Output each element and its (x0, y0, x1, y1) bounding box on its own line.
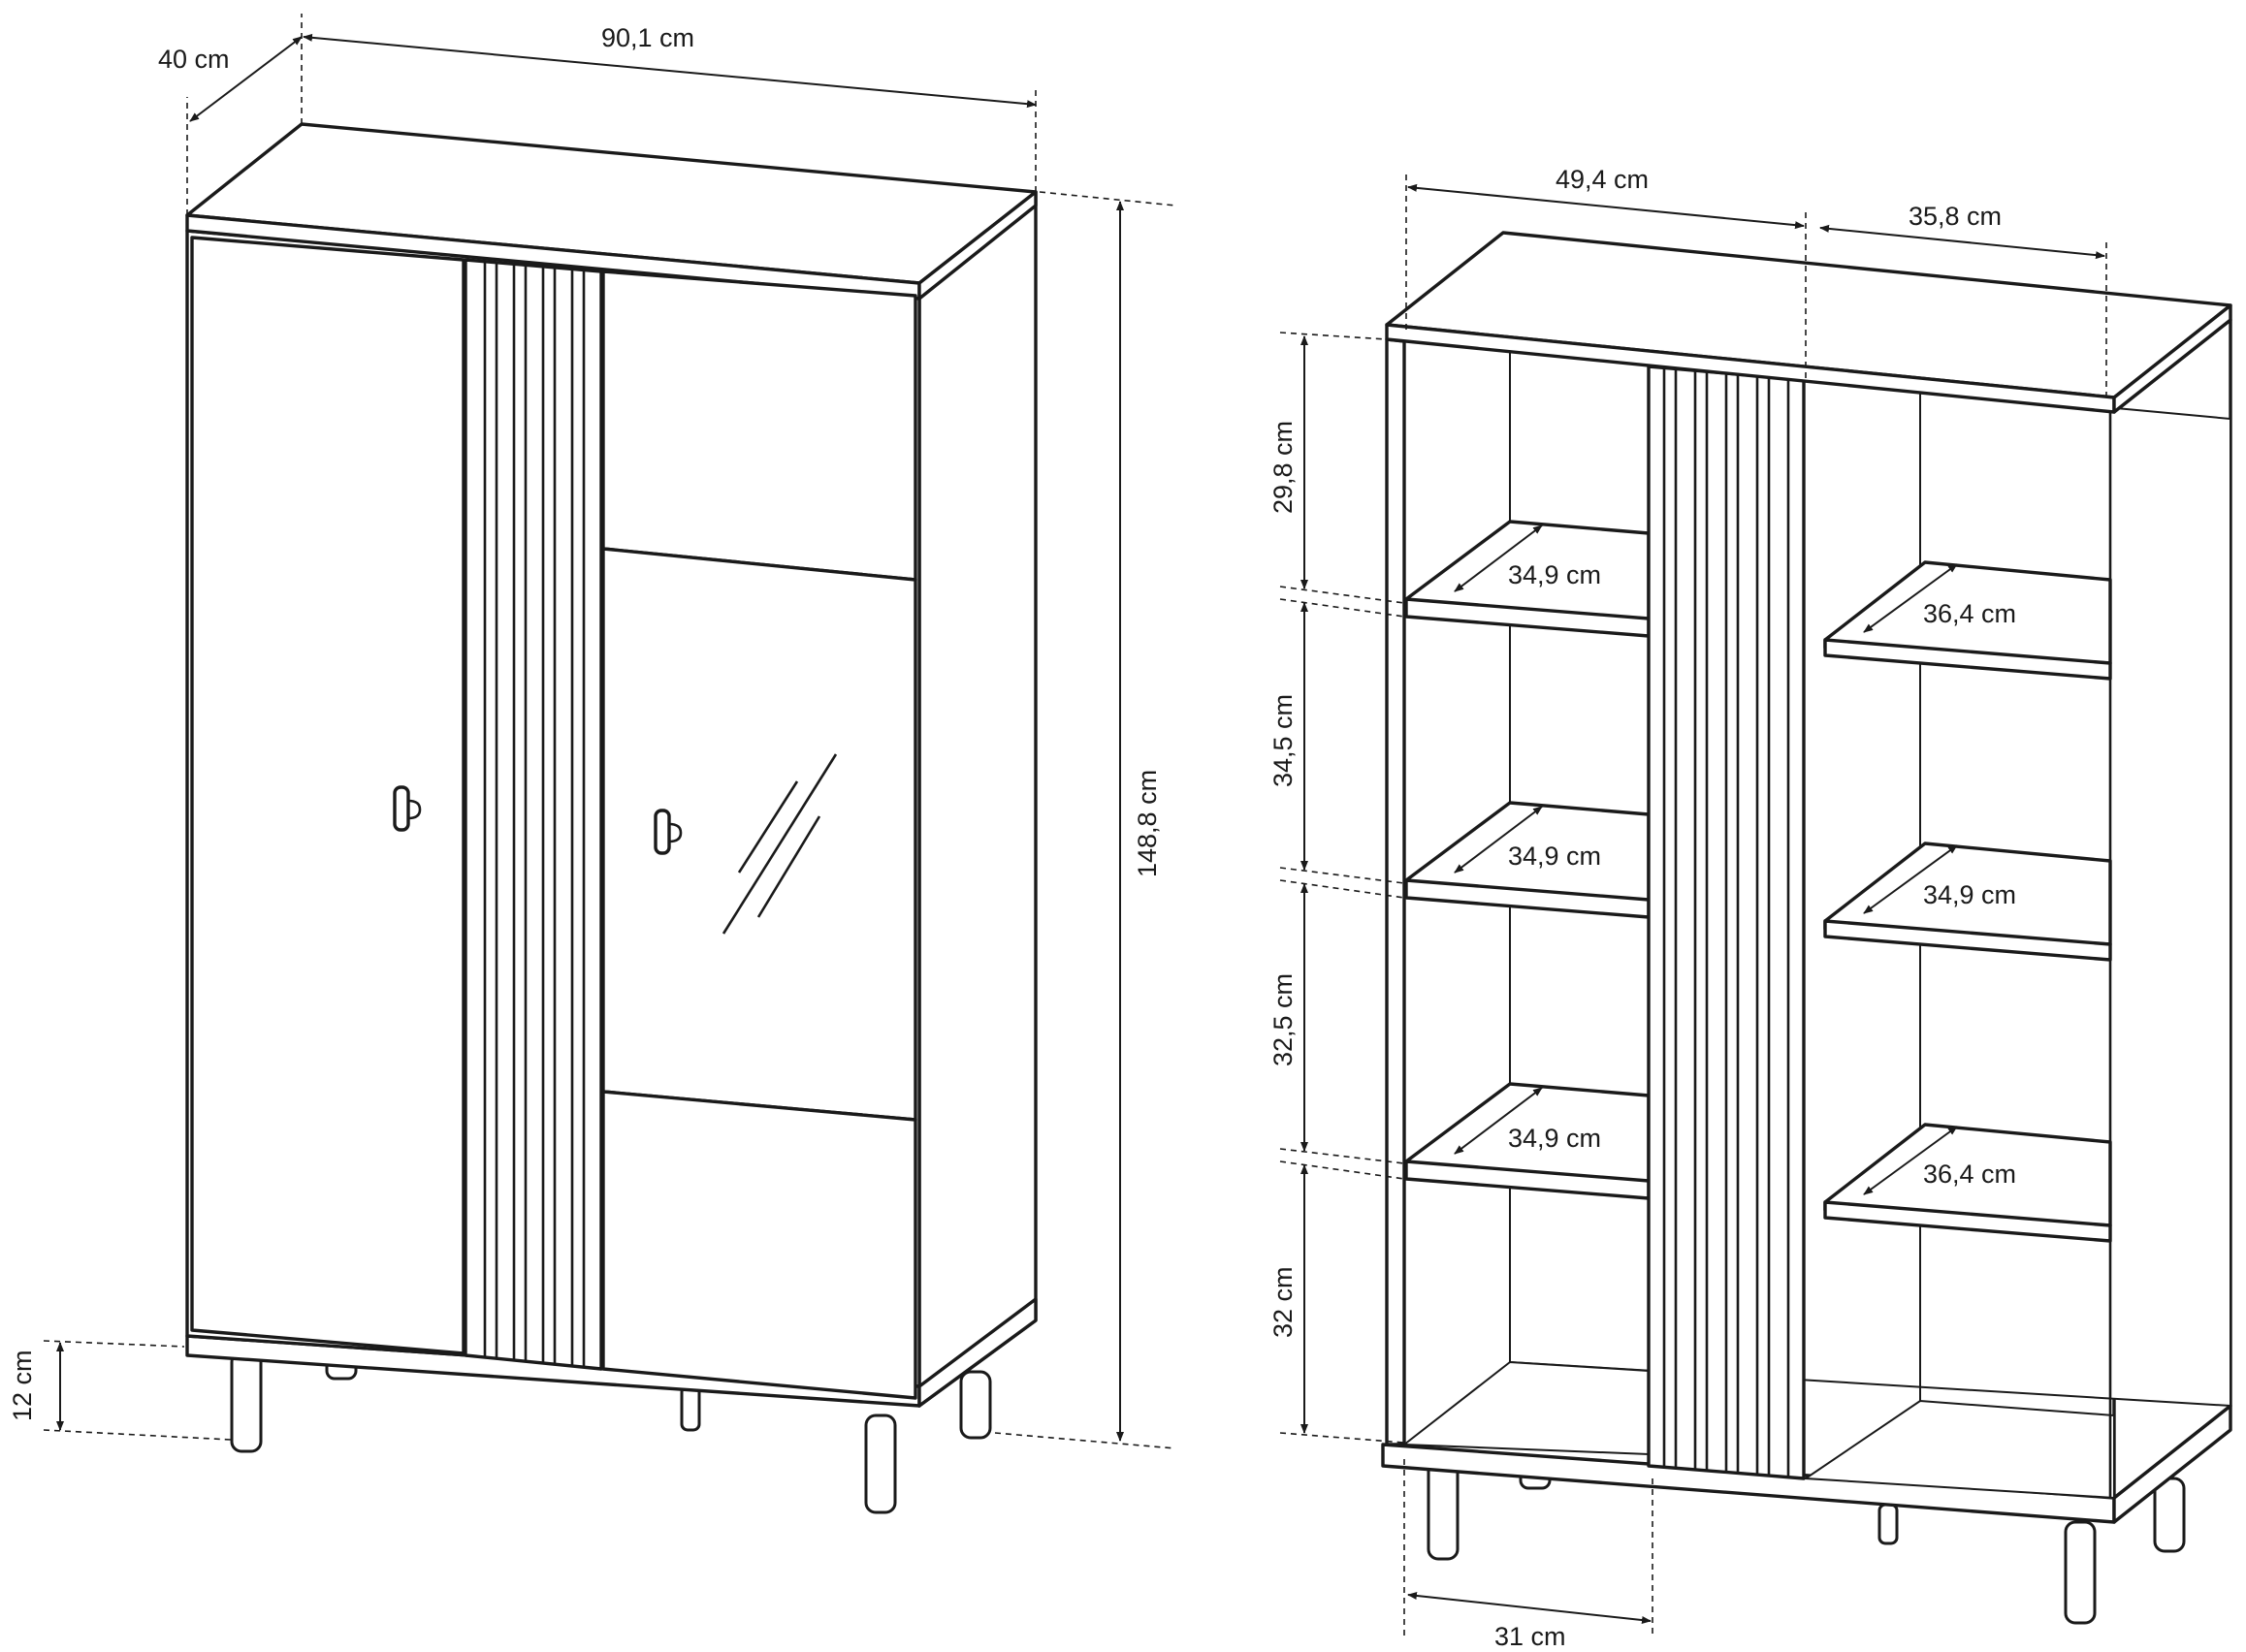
slat-column (464, 258, 603, 1371)
closed-cabinet: 40 cm 90,1 cm 148,8 cm 12 cm (8, 14, 1176, 1514)
right-door-bottom-panel (601, 1090, 917, 1400)
leg-back-center-open (1877, 1503, 1899, 1545)
bottom-width-label: 31 cm (1494, 1622, 1566, 1647)
side-panel (917, 190, 1038, 1408)
leg-side-right-open (2153, 1477, 2186, 1553)
left-door-handle (393, 785, 422, 832)
height-1-label: 29,8 cm (1268, 421, 1298, 514)
right-shelf-2-label: 34,9 cm (1923, 880, 2016, 909)
left-door (190, 236, 465, 1355)
glass-panel (601, 547, 917, 1122)
leg-side-right (959, 1370, 992, 1440)
right-width-label: 35,8 cm (1909, 202, 2002, 231)
height-3-label: 32,5 cm (1268, 973, 1298, 1066)
right-door-top-panel (601, 270, 917, 582)
height-4-label: 32 cm (1268, 1266, 1298, 1338)
leg-height-label: 12 cm (8, 1350, 37, 1421)
top-side-edge (917, 190, 1038, 301)
base-plinth-side (917, 1297, 1038, 1408)
left-shelf-2-label: 34,9 cm (1508, 842, 1601, 871)
slat-divider (1647, 365, 1806, 1480)
depth-label: 40 cm (158, 45, 230, 74)
leg-back-center (680, 1384, 701, 1432)
glass-reflection (722, 753, 838, 935)
width-label: 90,1 cm (601, 23, 694, 52)
left-shelf-1-label: 34,9 cm (1508, 560, 1601, 589)
right-shelf-1-label: 36,4 cm (1923, 599, 2016, 628)
right-door-handle (654, 809, 683, 855)
height-2-label: 34,5 cm (1268, 694, 1298, 787)
left-floor (1401, 1360, 1650, 1456)
right-shelf-3-label: 36,4 cm (1923, 1160, 2016, 1189)
left-width-label: 49,4 cm (1556, 165, 1649, 194)
right-floor (1803, 1399, 2115, 1500)
top-side-edge-open (2112, 303, 2232, 414)
height-label: 148,8 cm (1133, 770, 1162, 877)
leg-front-right-open (2064, 1520, 2097, 1625)
left-shelf-3-label: 34,9 cm (1508, 1124, 1601, 1153)
leg-front-right (864, 1414, 897, 1514)
left-side-panel-open (1385, 337, 1406, 1446)
leg-front-left (230, 1350, 263, 1453)
open-cabinet: 49,4 cm 35,8 cm 29,8 cm 34,5 cm 32,5 cm … (1268, 165, 2232, 1651)
